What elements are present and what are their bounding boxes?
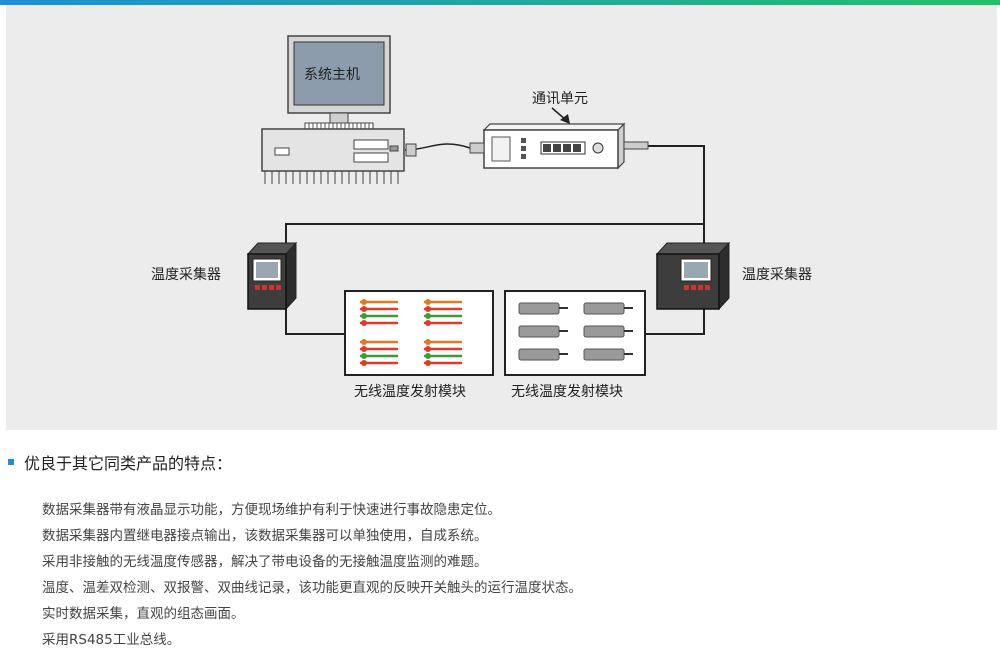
feature-item: 采用RS485工业总线。: [42, 632, 181, 648]
module-right-label: 无线温度发射模块: [511, 384, 623, 400]
module-left-label: 无线温度发射模块: [354, 384, 466, 400]
collector-right-device: [655, 241, 731, 311]
wireless-module-box-right: [504, 290, 646, 376]
feature-item: 实时数据采集，直观的组态画面。: [42, 606, 245, 622]
features-list: 数据采集器带有液晶显示功能，方便现场维护有利于快速进行事故隐患定位。 数据采集器…: [42, 497, 582, 653]
diagram-panel: [6, 5, 997, 430]
host-computer: [261, 35, 417, 184]
collector-right-label: 温度采集器: [742, 267, 812, 283]
features-title: 优良于其它同类产品的特点：: [24, 454, 233, 473]
feature-item: 采用非接触的无线温度传感器，解决了带电设备的无接触温度监测的难题。: [42, 554, 488, 570]
square-bullet-icon: [8, 459, 14, 465]
collector-left-device: [246, 241, 298, 311]
feature-item: 温度、温差双检测、双报警、双曲线记录，该功能更直观的反映开关触头的运行温度状态。: [42, 580, 582, 596]
comm-unit: [469, 107, 649, 170]
comm-unit-label: 通讯单元: [532, 91, 588, 107]
top-accent-bar: [0, 0, 1000, 5]
host-label: 系统主机: [304, 67, 360, 83]
feature-item: 数据采集器内置继电器接点输出，该数据采集器可以单独使用，自成系统。: [42, 528, 488, 544]
system-diagram: [246, 35, 731, 376]
wireless-module-box-left: [344, 290, 494, 376]
collector-left-label: 温度采集器: [151, 267, 221, 283]
features-header: 优良于其它同类产品的特点：: [8, 450, 232, 474]
feature-item: 数据采集器带有液晶显示功能，方便现场维护有利于快速进行事故隐患定位。: [42, 502, 501, 518]
wiring: [285, 143, 705, 335]
